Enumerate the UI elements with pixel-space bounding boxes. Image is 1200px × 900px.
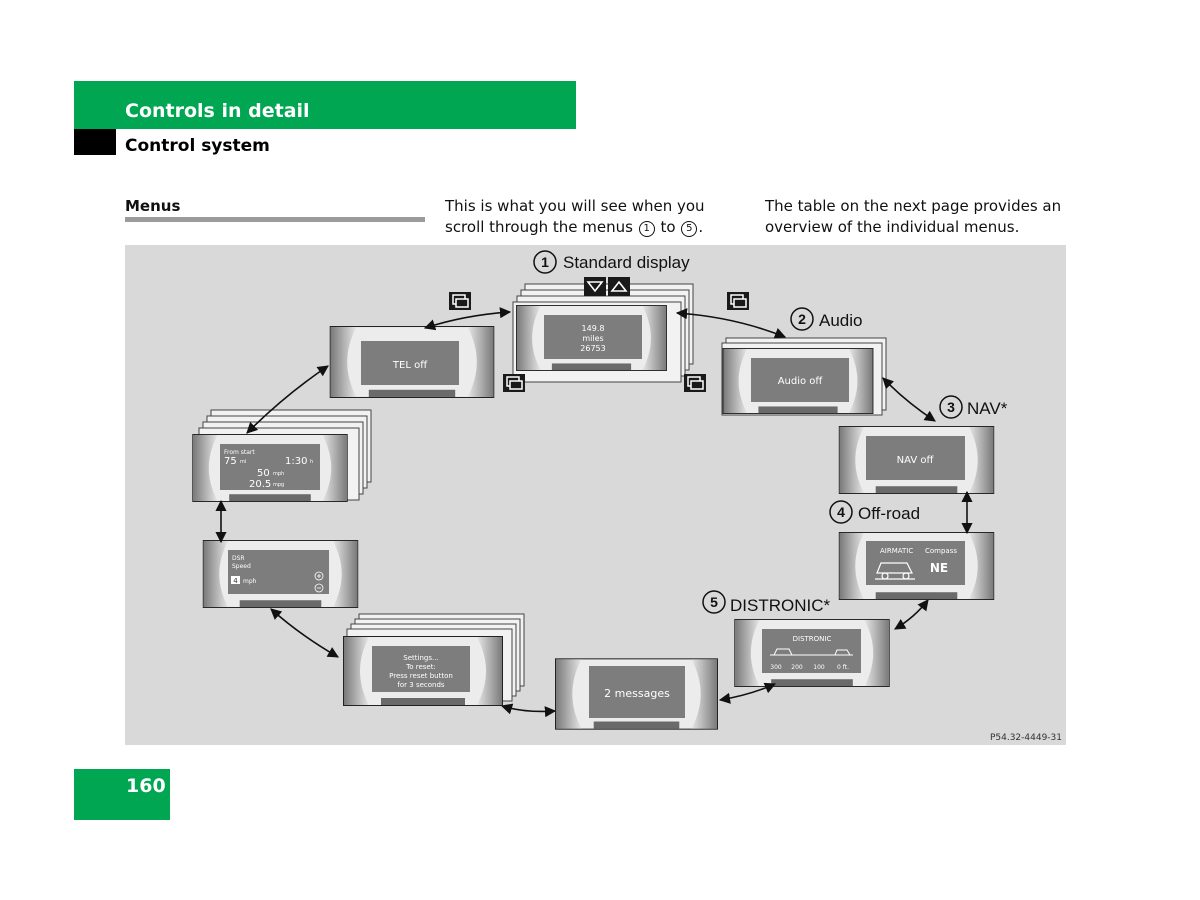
svg-text:AIRMATIC: AIRMATIC: [880, 547, 913, 555]
screen-dsr: DSR Speed 4 mph: [202, 540, 359, 608]
svg-text:mi: mi: [240, 459, 246, 465]
svg-text:2 messages: 2 messages: [604, 687, 670, 700]
svg-text:NAV off: NAV off: [897, 455, 935, 466]
svg-text:20.5: 20.5: [249, 479, 271, 490]
overview-text: The table on the next page provides an o…: [765, 197, 1062, 236]
svg-text:mph: mph: [243, 578, 257, 585]
menu-diagram: 149.8 miles 26753 1 Standard display Aud…: [125, 245, 1066, 745]
label-standard-display: Standard display: [563, 253, 690, 272]
menu-button-icon: [503, 374, 525, 392]
section-title: Control system: [125, 136, 270, 156]
scroll-buttons: [584, 277, 630, 296]
svg-text:Settings...: Settings...: [403, 654, 438, 662]
intro-text: This is what you will see when you scrol…: [445, 197, 705, 237]
navigation-arrows: [215, 307, 973, 718]
svg-text:2: 2: [798, 311, 806, 327]
svg-text:0 ft.: 0 ft.: [837, 664, 849, 671]
screen-tel: TEL off: [329, 326, 495, 398]
svg-text:300: 300: [770, 664, 782, 671]
menu-number-5: [702, 590, 726, 614]
svg-text:Speed: Speed: [232, 563, 251, 570]
screen-trip: From start 75 mi 1:30 h 50 mph 20.5 mpg: [192, 409, 372, 502]
screen-messages: 2 messages: [555, 658, 718, 730]
heading-rule: [125, 217, 425, 222]
svg-text:h: h: [310, 459, 313, 465]
svg-text:for 3 seconds: for 3 seconds: [397, 681, 444, 689]
circled-number: 5: [681, 221, 698, 237]
svg-text:NE: NE: [930, 561, 948, 575]
svg-text:26753: 26753: [580, 344, 605, 353]
menu-number-2: [790, 307, 814, 331]
menu-number-1: [533, 250, 557, 274]
svg-text:4: 4: [233, 577, 238, 585]
menu-button-icon: [449, 292, 471, 310]
svg-text:4: 4: [837, 504, 845, 520]
distronic-car-icon: [773, 648, 851, 656]
svg-text:Press reset button: Press reset button: [389, 672, 453, 680]
label-distronic: DISTRONIC*: [730, 596, 831, 615]
chapter-header-bar: [74, 81, 576, 129]
car-icon: [875, 562, 915, 580]
menu-button-icon: [727, 292, 749, 310]
menus-heading: Menus: [125, 197, 181, 215]
svg-text:mph: mph: [273, 471, 284, 477]
svg-text:TEL off: TEL off: [392, 360, 428, 371]
menu-button-icon: [684, 374, 706, 392]
plus-icon: [314, 571, 324, 581]
label-off-road: Off-road: [858, 504, 920, 523]
svg-text:mpg: mpg: [273, 482, 284, 488]
section-marker: [74, 129, 116, 155]
svg-text:miles: miles: [582, 334, 603, 343]
svg-text:Audio off: Audio off: [778, 376, 824, 387]
page-number: 160: [126, 775, 166, 797]
screen-settings: Settings... To reset: Press reset button…: [342, 613, 525, 706]
svg-text:Compass: Compass: [925, 547, 957, 555]
svg-text:200: 200: [791, 664, 803, 671]
svg-text:75: 75: [224, 456, 237, 467]
menu-diagram-svg: 149.8 miles 26753 1 Standard display Aud…: [192, 250, 1062, 743]
chapter-title: Controls in detail: [125, 100, 310, 122]
circled-number: 1: [638, 221, 655, 237]
svg-text:50: 50: [257, 468, 270, 479]
svg-text:From start: From start: [224, 449, 255, 456]
minus-icon: [314, 583, 324, 593]
label-audio: Audio: [819, 311, 862, 330]
svg-text:5: 5: [710, 594, 718, 610]
svg-text:3: 3: [947, 399, 955, 415]
svg-text:DISTRONIC: DISTRONIC: [793, 635, 832, 643]
figure-code: P54.32-4449-31: [990, 733, 1062, 743]
svg-text:149.8: 149.8: [582, 324, 605, 333]
svg-text:1: 1: [541, 254, 549, 270]
page-number-box: [74, 769, 170, 820]
svg-text:100: 100: [813, 664, 825, 671]
screen-off-road: AIRMATIC Compass NE: [838, 532, 995, 600]
svg-text:1:30: 1:30: [285, 456, 307, 467]
screen-distronic: DISTRONIC 300 200 100 0 ft.: [734, 619, 890, 687]
screen-standard-display: 149.8 miles 26753: [512, 283, 694, 383]
menu-number-3: [939, 395, 963, 419]
label-nav: NAV*: [967, 399, 1008, 418]
svg-text:DSR: DSR: [232, 555, 245, 562]
menu-number-4: [829, 500, 853, 524]
svg-text:To reset:: To reset:: [405, 663, 436, 671]
screen-audio: Audio off: [721, 337, 887, 416]
screen-nav: NAV off: [838, 426, 995, 494]
